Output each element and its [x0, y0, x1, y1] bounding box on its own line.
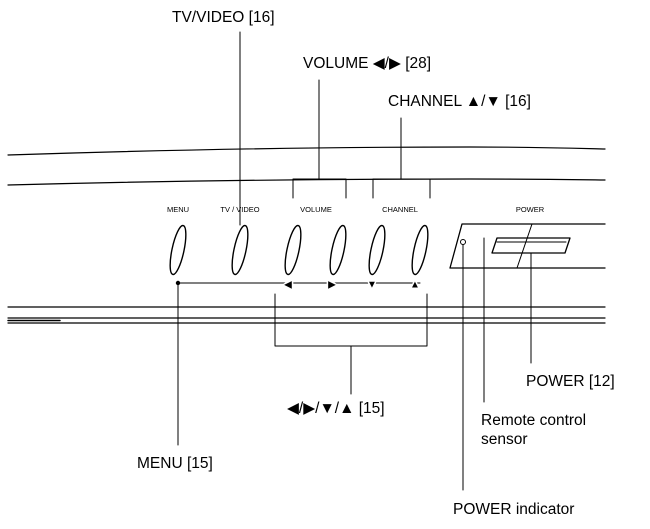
- callout-arrows: ◀/▶/▼/▲ [15]: [287, 400, 385, 417]
- callout-remote-line1: Remote control: [481, 412, 586, 429]
- cabinet-top-edge: [7, 146, 606, 156]
- label-volume: VOLUME: [300, 205, 332, 214]
- marker-right: ▶: [328, 280, 336, 291]
- channel-down-button[interactable]: [366, 224, 388, 276]
- channel-up-button[interactable]: [409, 224, 431, 276]
- callout-tv-video: TV/VIDEO [16]: [172, 9, 275, 26]
- callout-channel: CHANNEL ▲/▼ [16]: [388, 93, 531, 110]
- callout-volume: VOLUME ◀/▶ [28]: [303, 55, 431, 72]
- menu-button[interactable]: [167, 224, 189, 276]
- bracket-channel: [372, 178, 431, 199]
- callout-power-indicator: POWER indicator: [453, 501, 574, 518]
- power-indicator-led: [460, 239, 466, 245]
- callout-menu: MENU [15]: [137, 455, 213, 472]
- bracket-arrows: [274, 293, 428, 347]
- volume-down-button[interactable]: [282, 224, 304, 276]
- power-panel-divider: [516, 223, 533, 269]
- marker-up: ▲: [410, 280, 420, 291]
- power-panel-outline: [449, 223, 606, 269]
- label-menu: MENU: [167, 205, 189, 214]
- bracket-volume: [292, 178, 347, 199]
- marker-down: ▼: [367, 280, 377, 291]
- callout-remote-line2: sensor: [481, 431, 528, 448]
- marker-left: ◀: [284, 280, 292, 291]
- tv-video-button[interactable]: [229, 224, 251, 276]
- volume-up-button[interactable]: [327, 224, 349, 276]
- power-button[interactable]: [491, 237, 571, 254]
- label-power: POWER: [516, 205, 545, 214]
- label-channel: CHANNEL: [382, 205, 418, 214]
- cabinet-mid-edge: [7, 178, 606, 186]
- callout-power: POWER [12]: [526, 373, 615, 390]
